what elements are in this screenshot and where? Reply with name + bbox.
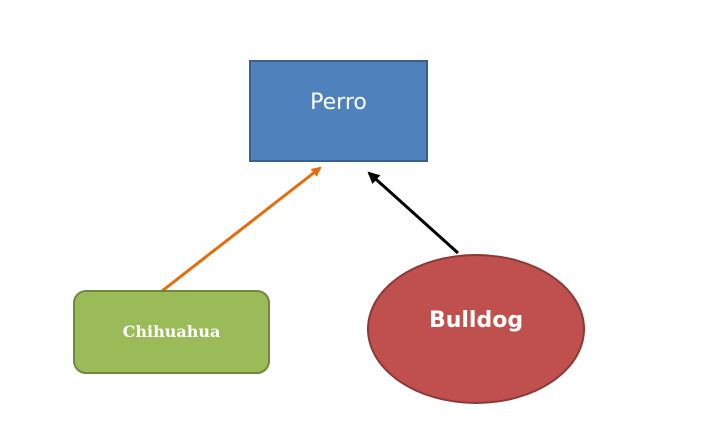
node-bulldog-label: Bulldog (428, 307, 524, 333)
arrow-bulldog-to-perro (367, 171, 460, 255)
node-chihuahua-label: Chihuahua (122, 321, 221, 341)
arrow-chihuahua-to-perro (161, 166, 322, 293)
node-bulldog: Bulldog (367, 254, 585, 404)
node-perro: Perro (249, 60, 428, 162)
node-perro-label: Perro (310, 89, 367, 115)
node-chihuahua: Chihuahua (73, 290, 270, 374)
